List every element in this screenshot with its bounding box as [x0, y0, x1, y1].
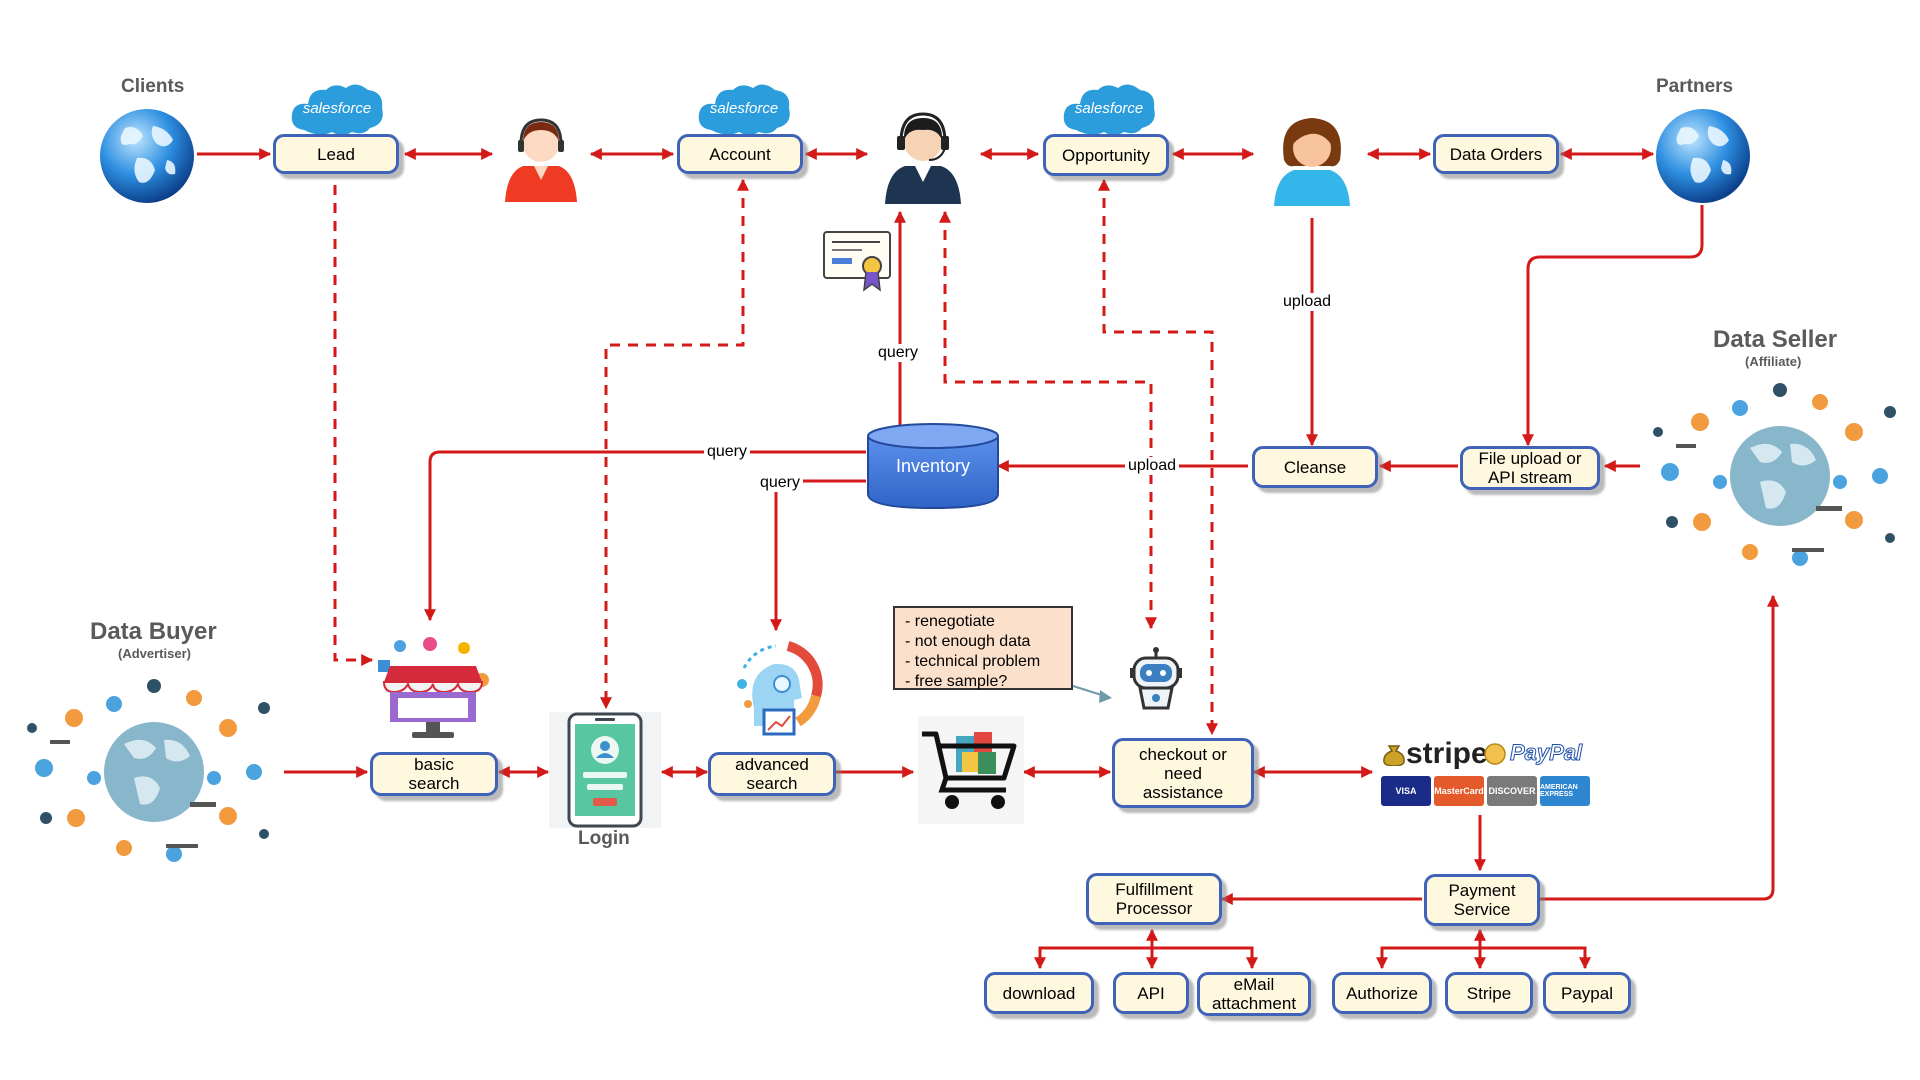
woman-user-icon	[1274, 118, 1350, 206]
money-bag-icon	[1383, 745, 1405, 766]
data-buyer-label: Data Buyer	[90, 618, 217, 645]
stripe-box[interactable]: Stripe	[1445, 972, 1533, 1014]
arrow-payment-authorize	[1376, 928, 1486, 970]
data-seller-sublabel: (Affiliate)	[1745, 354, 1802, 369]
authorize-box[interactable]: Authorize	[1332, 972, 1432, 1014]
api-box[interactable]: API	[1113, 972, 1189, 1014]
arrow-payment-seller	[1540, 594, 1779, 901]
note-line: - renegotiate	[905, 613, 995, 630]
data-seller-network-icon	[1653, 383, 1896, 566]
note-line: - technical problem	[905, 653, 1041, 670]
globe-icon	[1656, 109, 1750, 203]
globe-icon	[100, 109, 194, 203]
fulfillment-processor-box[interactable]: Fulfillment Processor	[1086, 873, 1222, 925]
opportunity-box[interactable]: Opportunity	[1043, 134, 1169, 176]
certificate-icon	[823, 231, 891, 292]
dashed-lead-basic	[333, 185, 374, 666]
wire-label-upload-cleanse: upload	[1279, 293, 1335, 311]
download-box[interactable]: download	[984, 972, 1094, 1014]
headset-woman-icon	[505, 118, 577, 202]
coin-icon	[1484, 743, 1506, 765]
amex-card: AMERICAN EXPRESS	[1540, 776, 1590, 806]
email-attachment-box[interactable]: eMail attachment	[1197, 972, 1311, 1016]
account-box[interactable]: Account	[677, 134, 803, 174]
ai-analytics-icon	[737, 641, 823, 736]
note-line: - not enough data	[905, 633, 1031, 650]
salesforce-logo: salesforce	[290, 80, 384, 136]
wire-label-upload-inventory: upload	[1124, 457, 1180, 475]
headset-man-icon	[885, 112, 961, 204]
storefront-icon	[378, 637, 489, 738]
mastercard-card: MasterCard	[1434, 776, 1484, 806]
mobile-login-icon	[549, 712, 661, 828]
wire-label-query-basic: query	[703, 443, 751, 461]
checkout-box[interactable]: checkout or need assistance	[1112, 738, 1254, 808]
paypal-box[interactable]: Paypal	[1543, 972, 1631, 1014]
assistance-reasons-note: - renegotiate - not enough data - techni…	[893, 606, 1073, 690]
advanced-search-box[interactable]: advanced search	[708, 752, 836, 796]
stripe-logo: stripe	[1406, 737, 1488, 770]
data-seller-label: Data Seller	[1713, 326, 1838, 353]
arrow-fulfillment-download	[1034, 928, 1158, 970]
clients-label: Clients	[121, 76, 185, 97]
note-line: - free sample?	[905, 673, 1008, 690]
arrow-inventory-basic	[424, 450, 866, 622]
lead-box[interactable]: Lead	[273, 134, 399, 174]
file-upload-box[interactable]: File upload or API stream	[1460, 446, 1600, 490]
database-icon	[867, 423, 999, 510]
data-buyer-network-icon	[27, 679, 270, 862]
partners-label: Partners	[1656, 76, 1734, 97]
login-label: Login	[578, 828, 630, 849]
dashed-supervisor-chatbot	[939, 210, 1157, 630]
data-buyer-sublabel: (Advertiser)	[118, 646, 191, 661]
discover-card: DISCOVER	[1487, 776, 1537, 806]
wire-label-query-advanced: query	[756, 474, 804, 492]
arrow-partners-fileupload	[1522, 205, 1704, 447]
salesforce-cloud-icon	[291, 84, 383, 135]
arrow-inventory-advanced	[770, 479, 866, 632]
arrow-fulfillment-email	[1152, 946, 1258, 970]
salesforce-cloud-icon	[698, 84, 790, 135]
paypal-logo: PayPal	[1509, 740, 1583, 766]
salesforce-logo: salesforce	[697, 80, 791, 136]
data-orders-box[interactable]: Data Orders	[1433, 134, 1559, 174]
visa-card: VISA	[1381, 776, 1431, 806]
salesforce-logo: salesforce	[1062, 80, 1156, 136]
cleanse-box[interactable]: Cleanse	[1252, 446, 1378, 488]
shopping-cart-icon	[918, 716, 1024, 824]
inventory-label: Inventory	[895, 456, 971, 476]
payment-service-box[interactable]: Payment Service	[1424, 874, 1540, 926]
salesforce-cloud-icon	[1063, 84, 1155, 135]
basic-search-box[interactable]: basic search	[370, 752, 498, 796]
wire-label-query-supervisor: query	[874, 344, 922, 362]
arrow-payment-paypal	[1480, 946, 1591, 970]
chatbot-icon	[1130, 647, 1182, 710]
